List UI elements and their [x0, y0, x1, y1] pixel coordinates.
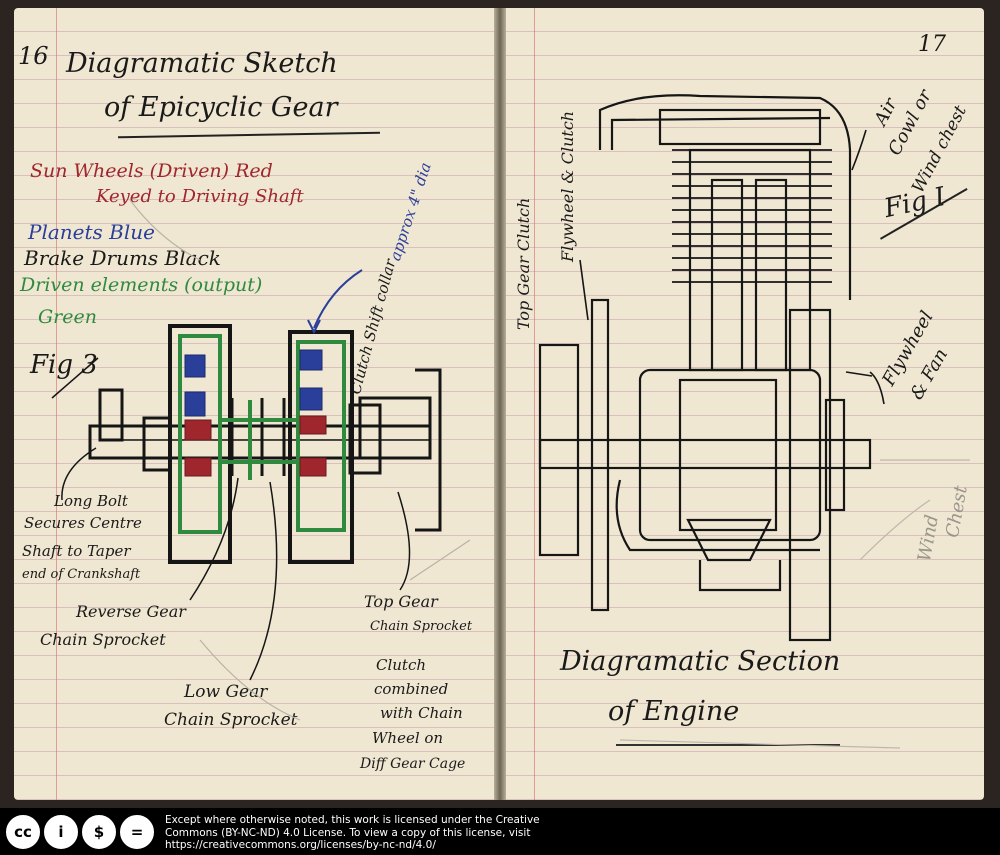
by-icon: i — [44, 815, 78, 849]
legend-sun-wheels: Sun Wheels (Driven) Red — [30, 160, 273, 182]
reverse-gear-line1: Reverse Gear — [76, 602, 186, 621]
left-title-line2: of Epicyclic Gear — [104, 92, 338, 123]
license-link[interactable]: https://creativecommons.org/licenses/by-… — [165, 839, 436, 851]
clutch-combined-line3: with Chain — [380, 704, 463, 722]
legend-driven-elements: Driven elements (output) — [20, 274, 263, 296]
top-gear-line2: Chain Sprocket — [370, 619, 473, 634]
right-title-line1: Diagramatic Section — [560, 646, 841, 677]
long-bolt-line4: end of Crankshaft — [22, 567, 141, 582]
left-title-line1: Diagramatic Sketch — [66, 48, 338, 79]
license-line-1: Except where otherwise noted, this work … — [165, 814, 540, 826]
legend-brake-drums: Brake Drums Black — [24, 246, 221, 270]
left-fig-label: Fig 3 — [30, 350, 98, 380]
legend-planets: Planets Blue — [28, 220, 155, 244]
notebook-scan: 16 Diagramatic Sketch of Epicyclic Gear … — [0, 0, 1000, 808]
cc-license-badge[interactable]: cc i $ = — [6, 813, 162, 851]
epicyclic-gear-drawing — [51, 199, 471, 721]
long-bolt-line1: Long Bolt — [54, 492, 128, 510]
license-text: Except where otherwise noted, this work … — [165, 814, 545, 852]
nd-icon: = — [120, 815, 154, 849]
clutch-combined-line4: Wheel on — [372, 729, 444, 747]
long-bolt-line3: Shaft to Taper — [22, 542, 131, 560]
legend-keyed: Keyed to Driving Shaft — [96, 186, 304, 207]
left-page-number: 16 — [18, 42, 49, 70]
legend-green: Green — [38, 306, 97, 328]
engine-section-drawing — [538, 94, 970, 749]
right-title-underline — [616, 744, 840, 746]
clutch-combined-line2: combined — [374, 680, 449, 698]
nc-icon: $ — [82, 815, 116, 849]
license-line-2: Commons (BY-NC-ND) 4.0 License. To view … — [165, 826, 531, 839]
right-notebook-page — [506, 8, 984, 800]
license-footer: cc i $ = Except where otherwise noted, t… — [0, 808, 1000, 855]
clutch-combined-line1: Clutch — [376, 656, 427, 674]
left-notebook-page — [14, 8, 494, 800]
top-gear-line1: Top Gear — [364, 592, 438, 611]
clutch-combined-line5: Diff Gear Cage — [360, 756, 466, 772]
notebook-gutter — [494, 8, 506, 800]
right-page-number: 17 — [918, 32, 946, 57]
reverse-gear-line2: Chain Sprocket — [40, 630, 166, 649]
long-bolt-line2: Secures Centre — [24, 514, 142, 532]
low-gear-line2: Chain Sprocket — [164, 710, 298, 730]
right-title-line2: of Engine — [608, 696, 740, 727]
cc-icon: cc — [6, 815, 40, 849]
